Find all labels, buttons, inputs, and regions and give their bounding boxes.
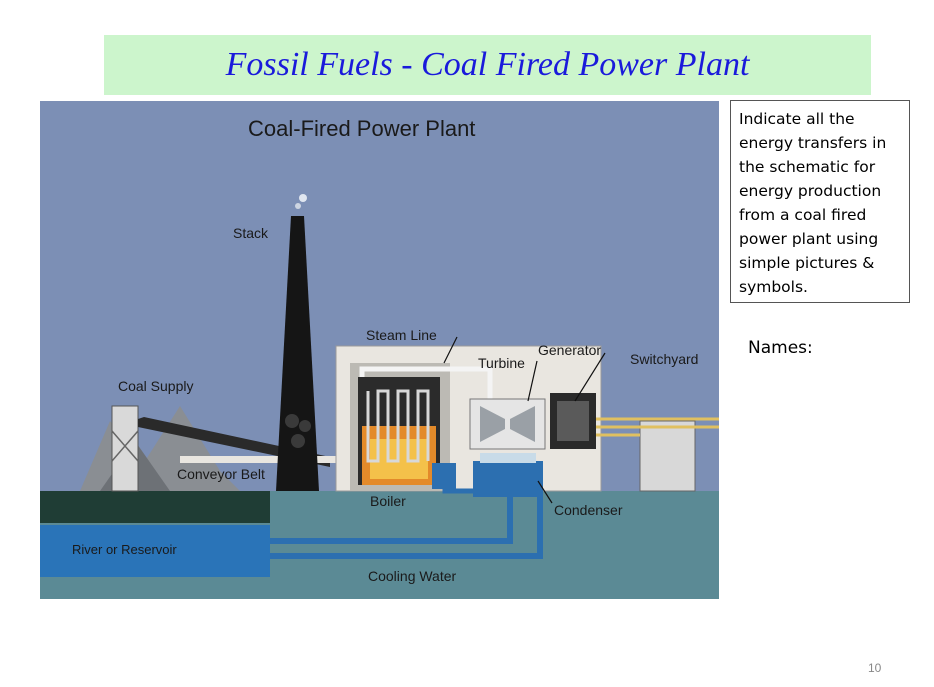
tower-brace-2	[111, 430, 139, 462]
label-river-reservoir: River or Reservoir	[72, 542, 177, 557]
conveyor-feed	[180, 456, 360, 463]
label-switchyard: Switchyard	[630, 351, 698, 367]
coal-supply-tower	[111, 405, 139, 492]
label-stack: Stack	[233, 225, 269, 241]
steam-line-pointer	[443, 336, 458, 364]
power-plant-schematic: Coal-Fired Power Plant Stack Steam Line …	[40, 101, 719, 599]
stack-smoke-2	[295, 203, 301, 209]
cooling-water-pipe-out	[270, 497, 543, 559]
steam-line	[359, 366, 493, 401]
turbine-blades-left	[480, 406, 505, 442]
label-cooling-water: Cooling Water	[368, 568, 457, 584]
label-turbine: Turbine	[478, 355, 525, 371]
names-label: Names:	[748, 338, 813, 358]
condenser-pointer	[537, 480, 553, 504]
label-condenser: Condenser	[554, 502, 623, 518]
power-plant-diagram: Coal-Fired Power Plant Stack Steam Line …	[40, 101, 719, 599]
label-boiler: Boiler	[370, 493, 406, 509]
river-reservoir	[40, 525, 270, 577]
condenser	[473, 461, 543, 497]
condenser-top	[480, 453, 536, 463]
turbine-blades-right	[510, 406, 535, 442]
generator-core	[557, 401, 589, 441]
cooling-water-pipe-in	[270, 497, 513, 544]
switchyard-transformer	[639, 420, 696, 492]
slide-title-bar: Fossil Fuels - Coal Fired Power Plant	[104, 35, 871, 95]
prompt-box: Indicate all the energy transfers in the…	[730, 100, 910, 303]
stack-smoke	[299, 194, 307, 202]
stack-ash	[285, 414, 299, 428]
label-steam-line: Steam Line	[366, 327, 437, 343]
boiler-tubes	[366, 389, 430, 463]
stack-ash-3	[291, 434, 305, 448]
feed-pump	[432, 463, 456, 489]
slide-title: Fossil Fuels - Coal Fired Power Plant	[225, 46, 750, 83]
stack-ash-2	[299, 420, 311, 432]
generator-pointer	[574, 352, 606, 402]
turbine-pointer	[527, 360, 538, 402]
page-number: 10	[868, 661, 882, 675]
label-coal-supply: Coal Supply	[118, 378, 194, 394]
land-strip	[40, 491, 270, 523]
label-conveyor-belt: Conveyor Belt	[177, 466, 265, 482]
label-generator: Generator	[538, 342, 601, 358]
diagram-title: Coal-Fired Power Plant	[248, 116, 475, 141]
